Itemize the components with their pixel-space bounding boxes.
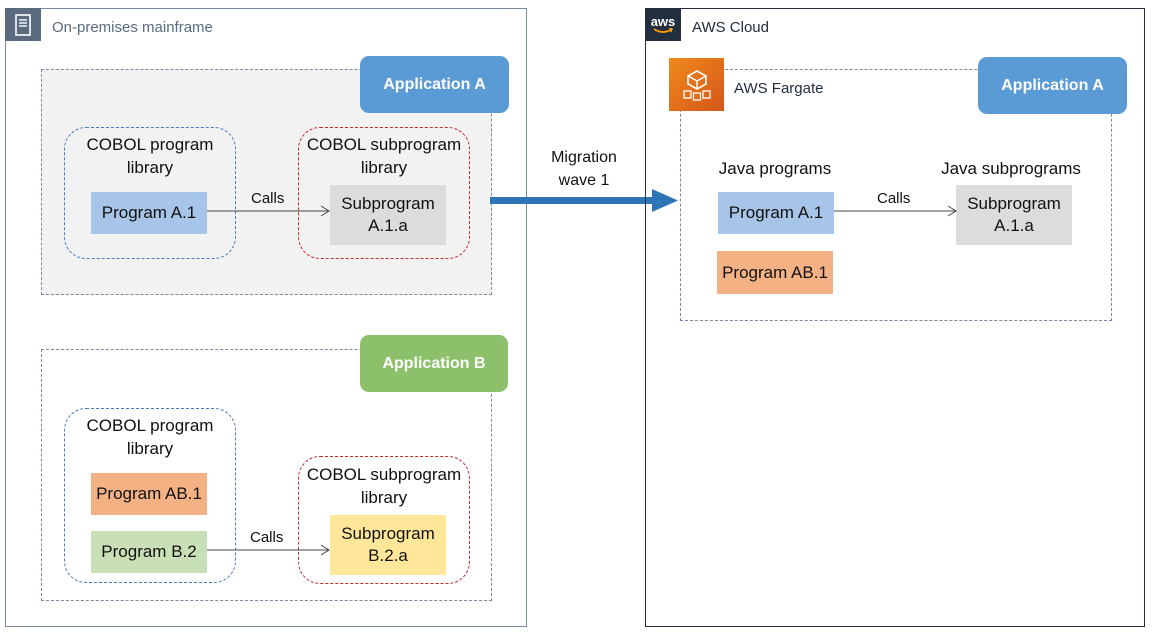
application-b-badge: Application B [360, 335, 508, 392]
calls-label: Calls [251, 190, 285, 207]
java-programs-label: Java programs [718, 159, 832, 178]
calls-arrow [207, 205, 330, 217]
cobol-subprogram-library [298, 127, 470, 259]
java-calls-arrow [834, 205, 957, 217]
cobol-program-library-label: COBOL program library [86, 135, 214, 177]
mainframe-group [5, 8, 527, 627]
calls-arrow-b [207, 544, 330, 556]
cobol-subprogram-library-b-label: COBOL subprogram library [306, 465, 462, 507]
fargate-label: AWS Fargate [734, 80, 824, 97]
migration-arrow [490, 189, 678, 212]
program-ab1: Program AB.1 [91, 473, 207, 515]
program-b2: Program B.2 [91, 531, 207, 573]
java-subprogram-a1a: Subprogram A.1.a [956, 185, 1072, 245]
application-a-cloud-badge: Application A [978, 57, 1127, 114]
fargate-group [680, 69, 1112, 321]
cobol-program-library [64, 127, 236, 259]
cobol-subprogram-library-b [298, 456, 470, 584]
java-program-ab1: Program AB.1 [717, 251, 833, 294]
application-b-group [41, 349, 492, 601]
java-subprograms-label: Java subprograms [941, 159, 1081, 178]
server-icon [5, 8, 41, 41]
calls-label-b: Calls [250, 529, 284, 546]
cobol-program-library-b-label: COBOL program library [86, 416, 214, 458]
program-a1: Program A.1 [91, 192, 207, 234]
java-program-a1: Program A.1 [718, 192, 834, 234]
subprogram-b2a: Subprogram B.2.a [330, 515, 446, 575]
fargate-icon [669, 58, 724, 111]
aws-logo-icon: aws [645, 8, 681, 41]
aws-cloud-group [645, 8, 1145, 627]
java-calls-label: Calls [877, 190, 911, 207]
mainframe-title: On-premises mainframe [52, 19, 213, 36]
application-a-badge: Application A [360, 56, 509, 113]
subprogram-a1a: Subprogram A.1.a [330, 185, 446, 245]
cobol-program-library-b [64, 408, 236, 583]
migration-label: Migration wave 1 [551, 149, 617, 189]
cobol-subprogram-library-label: COBOL subprogram library [306, 135, 462, 177]
aws-cloud-title: AWS Cloud [692, 19, 769, 36]
aws-logo-text: aws [650, 14, 676, 29]
